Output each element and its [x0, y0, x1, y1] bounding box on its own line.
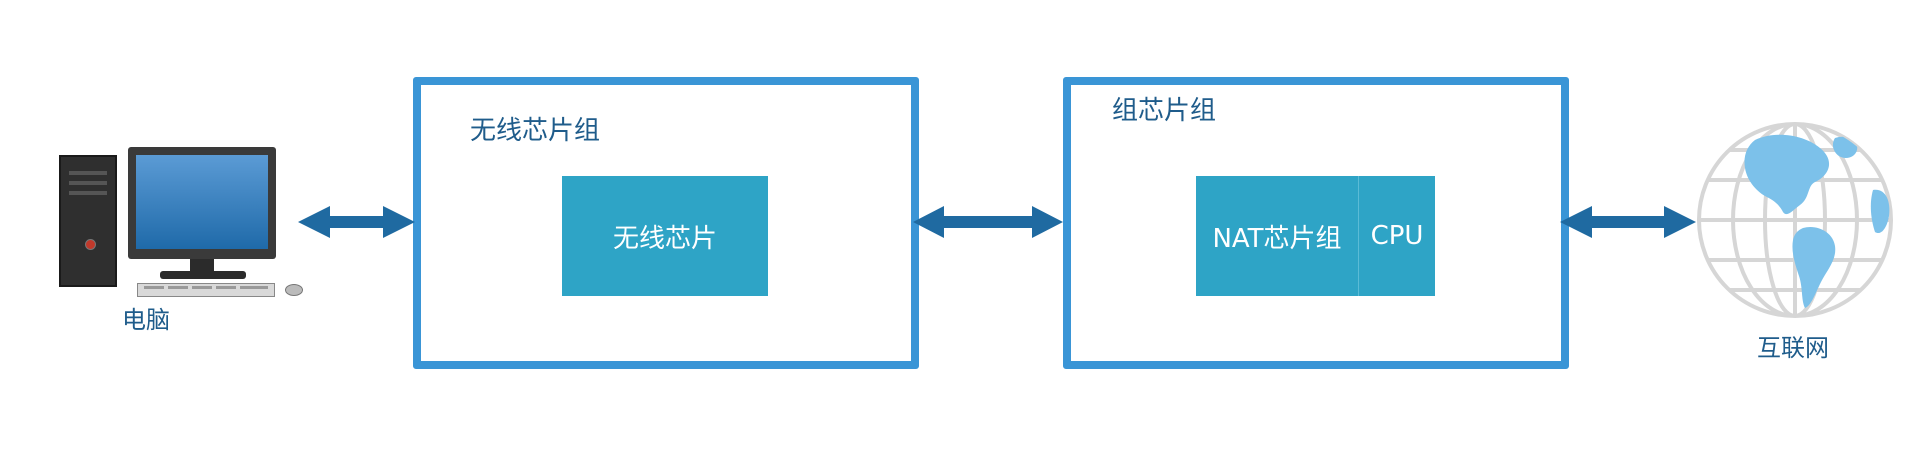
cpu-chip: CPU: [1358, 176, 1435, 296]
computer-label: 电脑: [122, 306, 170, 334]
monitor: [128, 147, 276, 259]
mouse: [285, 284, 303, 296]
wireless-chipset-title: 无线芯片组: [470, 116, 601, 146]
nat-chipset: NAT芯片组: [1196, 176, 1358, 296]
keyboard: [137, 283, 275, 297]
chipset-title: 组芯片组: [1112, 96, 1217, 126]
globe-icon: [1697, 122, 1893, 318]
arrow-wireless-chipset: [913, 206, 1063, 238]
wireless-chip: 无线芯片: [562, 176, 768, 296]
arrow-computer-wireless: [298, 206, 415, 238]
pc-tower: [59, 155, 117, 287]
desktop-computer-icon: [55, 145, 305, 335]
arrow-chipset-internet: [1560, 206, 1696, 238]
internet-label: 互联网: [1757, 334, 1829, 362]
